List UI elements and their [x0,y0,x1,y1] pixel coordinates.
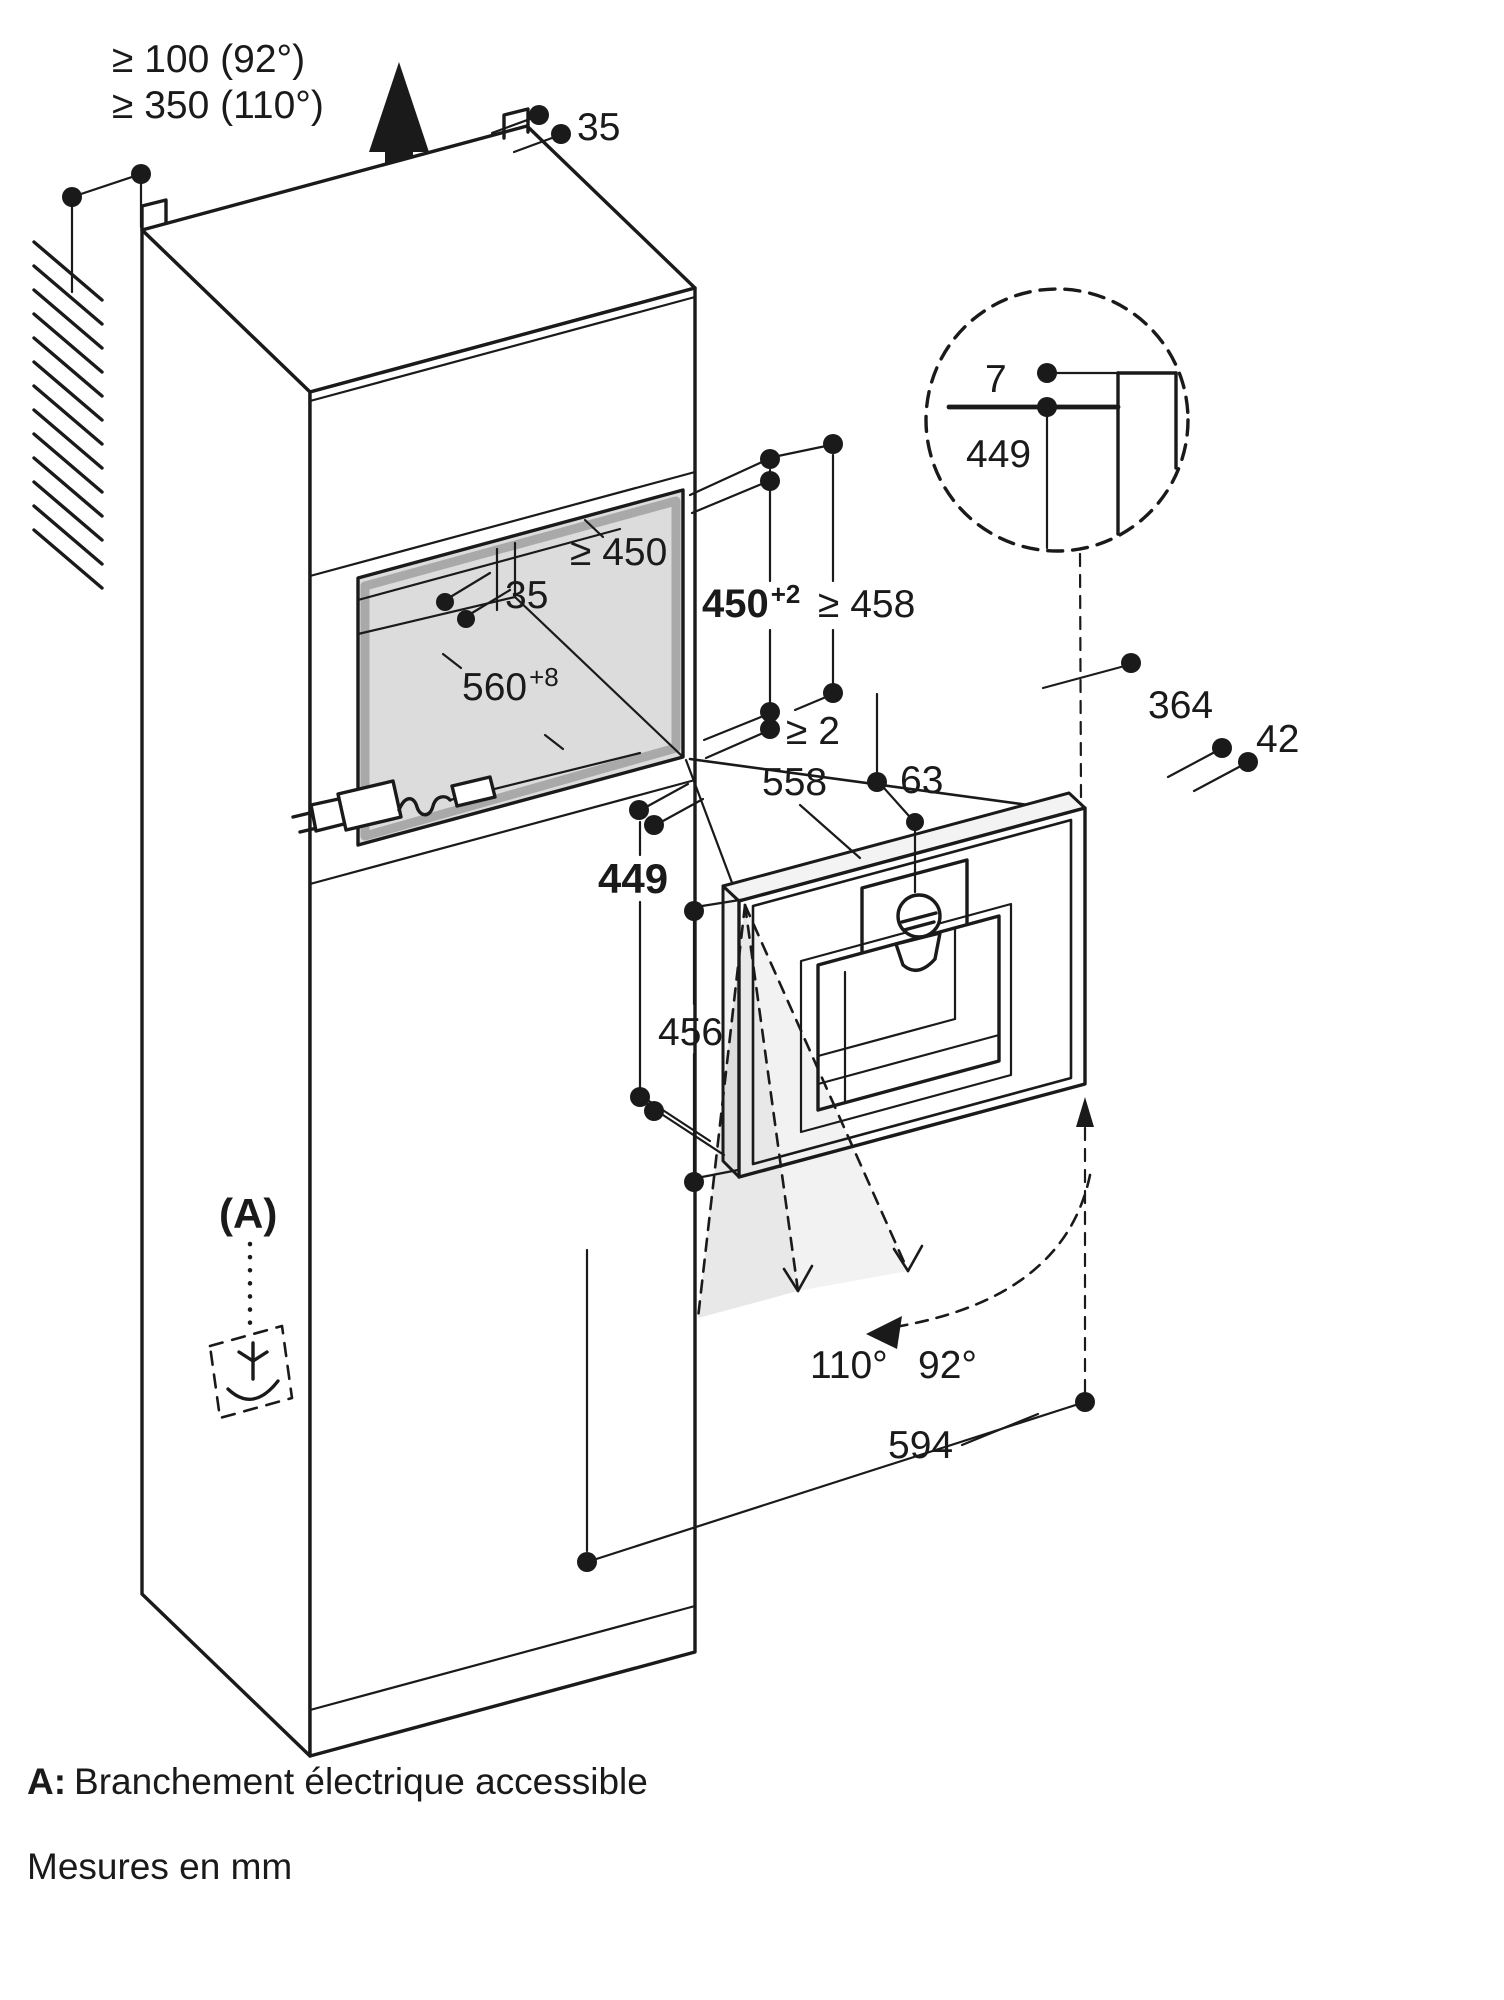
appliance-width-label: 558 [762,761,827,804]
niche-width-label: 560+8 [462,662,559,709]
cabinet [140,107,697,1758]
rear-gap-label: 42 [1256,718,1299,761]
detail-height-label: 449 [966,433,1031,476]
door-angle-max-label: 110° [810,1344,888,1387]
niche-height-dimensions: 450+2 ≥ 458 ≥ 2 [688,434,915,760]
top-vent-label: 35 [577,106,620,149]
rear-gap-dimension: 42 [1166,718,1299,793]
detail-circle: 7 449 [924,287,1190,800]
niche-height-label: 450+2 [702,579,800,626]
vent-tab-left [140,198,168,232]
niche-clearance-label: 35 [505,574,548,617]
niche-clearance-dimension: 35 [436,547,548,628]
power-marker: (A) [208,1190,294,1420]
arrow-up-icon [369,62,429,206]
door-width-label: 594 [888,1424,953,1467]
door-swing: 110° 92° [696,903,1092,1387]
door-swing-arrowhead [866,1316,902,1349]
cabinet-left-face [140,228,312,1758]
footnote-a: A:Branchement électrique accessible [27,1761,648,1802]
appliance-spout [894,931,942,972]
power-marker-label: (A) [219,1190,277,1237]
wall-offset-dimension [62,164,151,294]
niche-depth-dimension: ≥ 450 [570,518,667,574]
units-note: Mesures en mm [27,1846,292,1887]
detail-offset-label: 7 [985,358,1007,401]
front-height-dimension: 449 [598,782,726,1157]
top-clearance-label-2: ≥ 350 (110°) [112,84,324,127]
appliance-height-dimension: 456 [658,897,748,1192]
depth-label: 364 [1148,684,1213,727]
door-width-dimension: 594 [577,1097,1095,1572]
depth-dimension: 364 [1041,653,1213,727]
front-height-label: 449 [598,855,668,902]
top-clearance-label-1: ≥ 100 (92°) [112,38,305,81]
appliance-width-dimension: 558 [762,761,862,860]
wall-hatching-icon [32,240,104,590]
plug-icon [291,751,642,834]
knob-offset-label: 63 [900,759,943,802]
niche-depth-label: ≥ 450 [570,531,667,574]
outlet-icon [226,1341,280,1401]
appliance-height-label: 456 [658,1011,723,1054]
top-vent-dimension: 35 [490,105,620,154]
niche-gap-label: ≥ 2 [786,710,840,753]
knob-offset-dimension: 63 [867,692,943,894]
niche [356,488,685,847]
niche-height-min-label: ≥ 458 [818,583,915,626]
door-angle-min-label: 92° [918,1344,977,1387]
niche-width-dimension: 560+8 [441,652,565,751]
